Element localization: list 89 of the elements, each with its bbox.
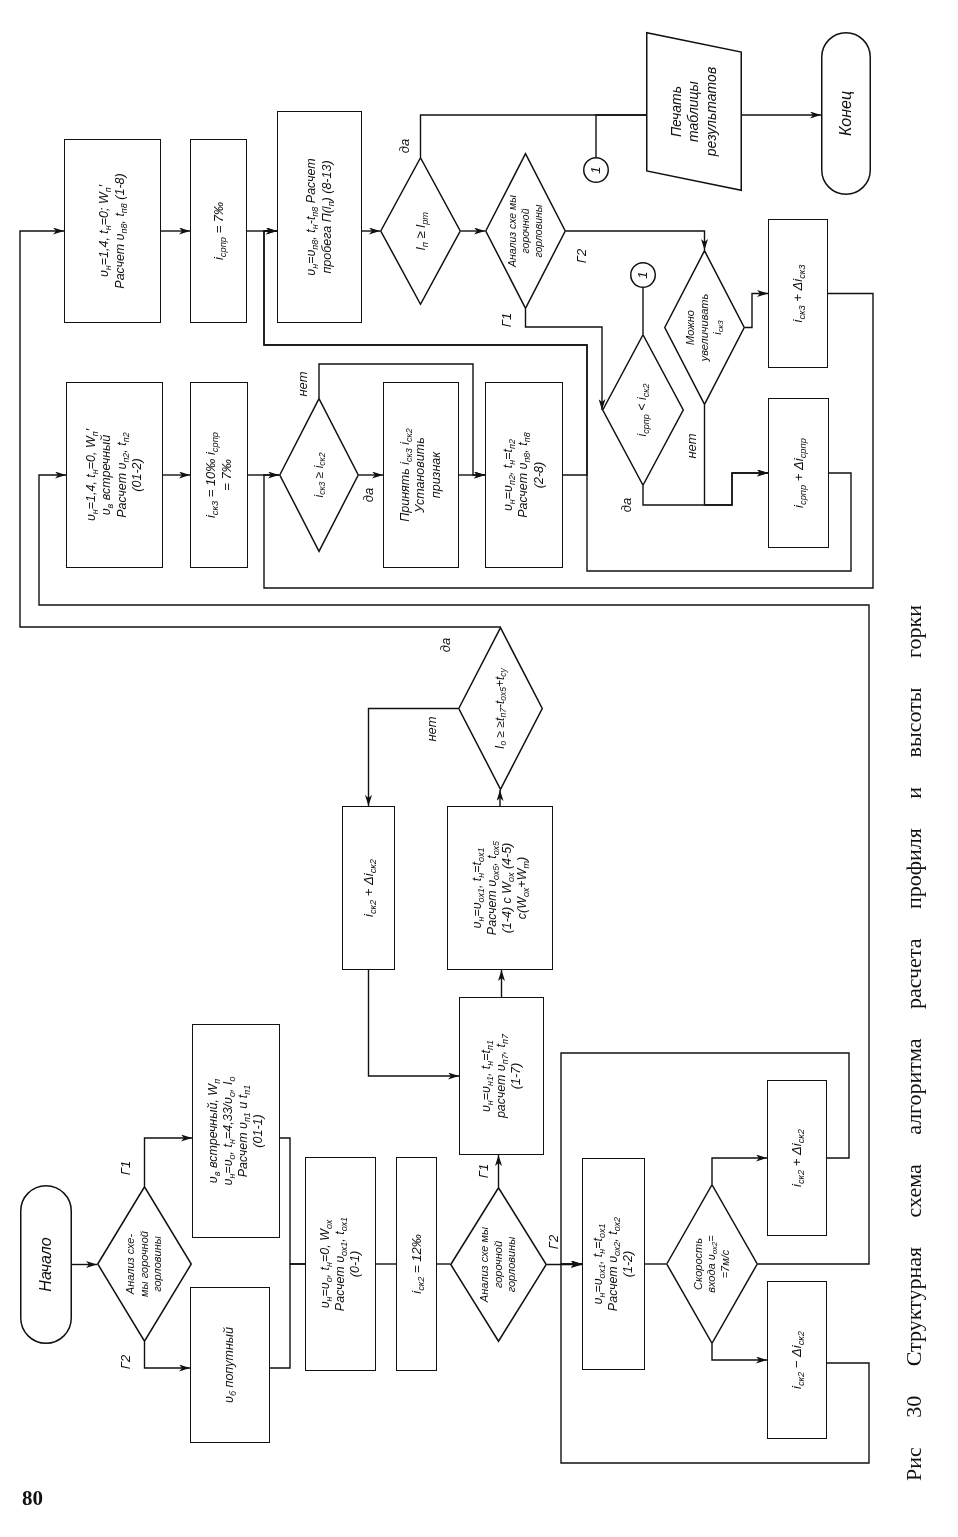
flow-arrow xyxy=(19,227,502,628)
branch-label: Г2 xyxy=(546,1234,562,1250)
flow-arrow xyxy=(458,471,486,479)
flow-arrow xyxy=(744,290,769,329)
flow-arrow xyxy=(358,471,384,479)
branch-label: нет xyxy=(295,371,311,397)
process-box xyxy=(767,1080,827,1236)
terminator-shape xyxy=(20,1185,72,1344)
flow-arrow xyxy=(71,1261,98,1268)
terminator-shape xyxy=(821,32,871,195)
process-box xyxy=(768,219,828,368)
branch-label: да xyxy=(361,487,377,503)
process-box xyxy=(767,1281,827,1439)
node-label: Начало xyxy=(36,1236,56,1294)
connector-line xyxy=(375,1263,397,1265)
connector-line xyxy=(436,1263,451,1265)
decision-diamond xyxy=(458,627,543,790)
connector-line xyxy=(595,114,647,158)
flow-arrow xyxy=(711,1154,768,1185)
process-box xyxy=(396,1157,437,1371)
process-box xyxy=(190,1287,270,1443)
page-number: 80 xyxy=(22,1488,43,1509)
connector-line xyxy=(642,287,644,335)
process-box xyxy=(64,139,161,323)
decision-diamond xyxy=(97,1186,192,1342)
decision-diamond xyxy=(380,157,461,305)
flow-arrow xyxy=(560,1052,850,1268)
flow-arrow xyxy=(162,471,191,479)
flow-arrow xyxy=(143,1134,193,1187)
output-parallelogram xyxy=(646,32,742,191)
node-label: Анализ схе мы горочной горловины xyxy=(478,1226,519,1303)
process-box xyxy=(768,398,829,548)
process-box xyxy=(485,382,563,568)
node-label: Анализ схе мы горочной горловины xyxy=(506,194,545,269)
flow-arrow xyxy=(495,1154,502,1188)
connector-circle xyxy=(583,157,609,183)
figure-caption: Рис 30 Структурная схема алгоритма расчета профиля и высоты горки xyxy=(901,605,927,1481)
flow-arrow xyxy=(143,1341,191,1372)
decision-diamond xyxy=(664,250,745,405)
flow-arrow xyxy=(365,707,459,807)
process-box xyxy=(66,382,163,568)
branch-label: да xyxy=(397,138,413,154)
flow-arrow xyxy=(565,230,708,251)
decision-diamond xyxy=(485,153,566,309)
process-box xyxy=(447,806,553,970)
node-label: 1 xyxy=(588,165,604,176)
branch-label: Г1 xyxy=(499,312,515,328)
process-box xyxy=(190,139,247,323)
branch-label: нет xyxy=(424,716,440,742)
node-label: 1 xyxy=(635,270,651,281)
flow-arrow xyxy=(460,227,486,235)
node-label: Конец xyxy=(836,89,856,139)
connector-line xyxy=(247,474,280,476)
branch-label: Г2 xyxy=(574,248,590,264)
flow-arrow xyxy=(496,789,504,807)
connector-line xyxy=(644,1263,667,1265)
process-box xyxy=(383,382,459,568)
flow-arrow xyxy=(263,227,588,476)
branch-label: да xyxy=(619,497,635,513)
flow-arrow xyxy=(38,471,870,1265)
process-box xyxy=(582,1158,645,1370)
process-box xyxy=(190,382,248,568)
branch-label: нет xyxy=(684,433,700,459)
flow-arrow xyxy=(741,111,822,119)
connector-line xyxy=(269,1263,306,1369)
process-box xyxy=(342,806,395,970)
flow-arrow xyxy=(361,227,381,235)
branch-label: Г1 xyxy=(476,1163,492,1179)
flow-arrow xyxy=(160,227,191,235)
flow-arrow xyxy=(711,1343,768,1364)
node-label: Печать таблицы результатов xyxy=(668,65,720,158)
node-label: Анализ схе- мы горочной горловины xyxy=(124,1230,165,1299)
decision-diamond xyxy=(666,1184,758,1344)
decision-diamond xyxy=(450,1187,547,1342)
branch-label: Г2 xyxy=(118,1354,134,1370)
process-box xyxy=(192,1024,280,1238)
process-box xyxy=(459,997,544,1155)
decision-diamond xyxy=(602,334,684,486)
connector-circle xyxy=(630,262,656,288)
process-box xyxy=(277,111,362,323)
flow-arrow xyxy=(367,969,460,1080)
process-box xyxy=(305,1157,376,1371)
flow-arrow xyxy=(703,404,769,506)
flow-arrow xyxy=(263,292,874,589)
decision-diamond xyxy=(279,398,359,552)
flow-arrow xyxy=(524,308,606,411)
branch-label: Г1 xyxy=(118,1160,134,1176)
branch-label: да xyxy=(438,637,454,653)
flow-arrow xyxy=(498,969,505,998)
